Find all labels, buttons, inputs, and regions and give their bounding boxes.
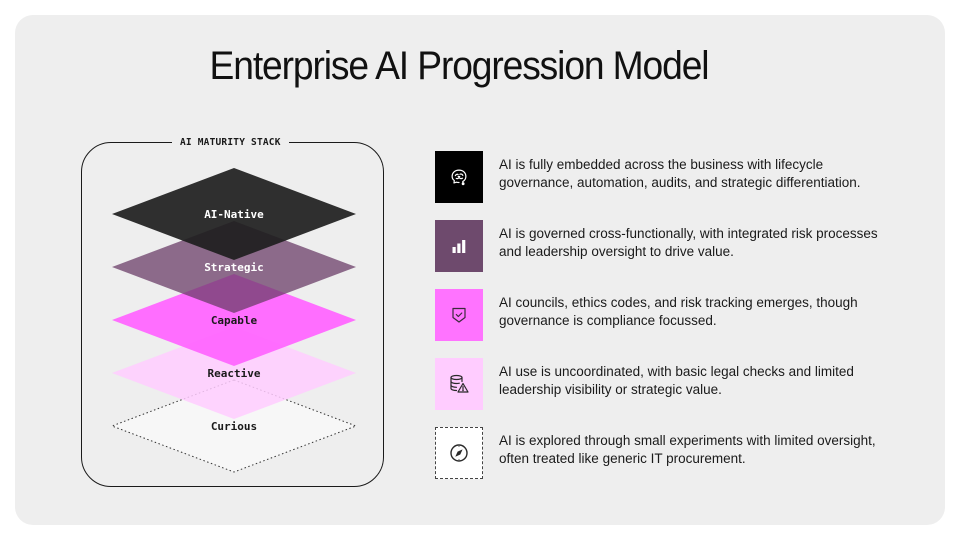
level-description: AI is fully embedded across the business… <box>499 157 861 190</box>
maturity-level-row: AI use is uncoordinated, with basic lega… <box>435 358 935 410</box>
stack-layer-strategic <box>112 221 356 313</box>
stack-layer-capable <box>112 274 356 366</box>
bar-chart-icon <box>450 237 468 255</box>
level-description: AI councils, ethics codes, and risk trac… <box>499 295 858 328</box>
stack-layer-reactive <box>112 327 356 419</box>
maturity-level-row: AI is fully embedded across the business… <box>435 151 935 203</box>
level-description: AI use is uncoordinated, with basic lega… <box>499 364 854 397</box>
stack-layer-label: Reactive <box>208 367 261 380</box>
brain-icon <box>448 166 470 188</box>
maturity-stack-label: AI MATURITY STACK <box>172 136 289 150</box>
compass-icon <box>449 443 469 463</box>
level-description: AI is explored through small experiments… <box>499 433 876 466</box>
level-icon-box <box>435 427 483 479</box>
stack-layer-label: Strategic <box>204 261 264 274</box>
page-title: Enterprise AI Progression Model <box>209 44 710 88</box>
maturity-level-row: AI councils, ethics codes, and risk trac… <box>435 289 935 341</box>
stack-layer-curious <box>110 379 358 473</box>
level-description: AI is governed cross-functionally, with … <box>499 226 878 259</box>
shield-check-icon <box>450 305 468 325</box>
maturity-level-row: AI is governed cross-functionally, with … <box>435 220 935 272</box>
stack-layer-label: Capable <box>211 314 258 327</box>
level-icon-box <box>435 289 483 341</box>
level-icon-box <box>435 358 483 410</box>
stack-layer-label: Curious <box>211 420 257 433</box>
level-icon-box <box>435 220 483 272</box>
database-warning-icon <box>447 372 471 396</box>
stack-layer-ai-native <box>112 168 356 260</box>
level-icon-box <box>435 151 483 203</box>
stack-layer-label: AI-Native <box>204 208 264 221</box>
maturity-level-row: AI is explored through small experiments… <box>435 427 935 479</box>
